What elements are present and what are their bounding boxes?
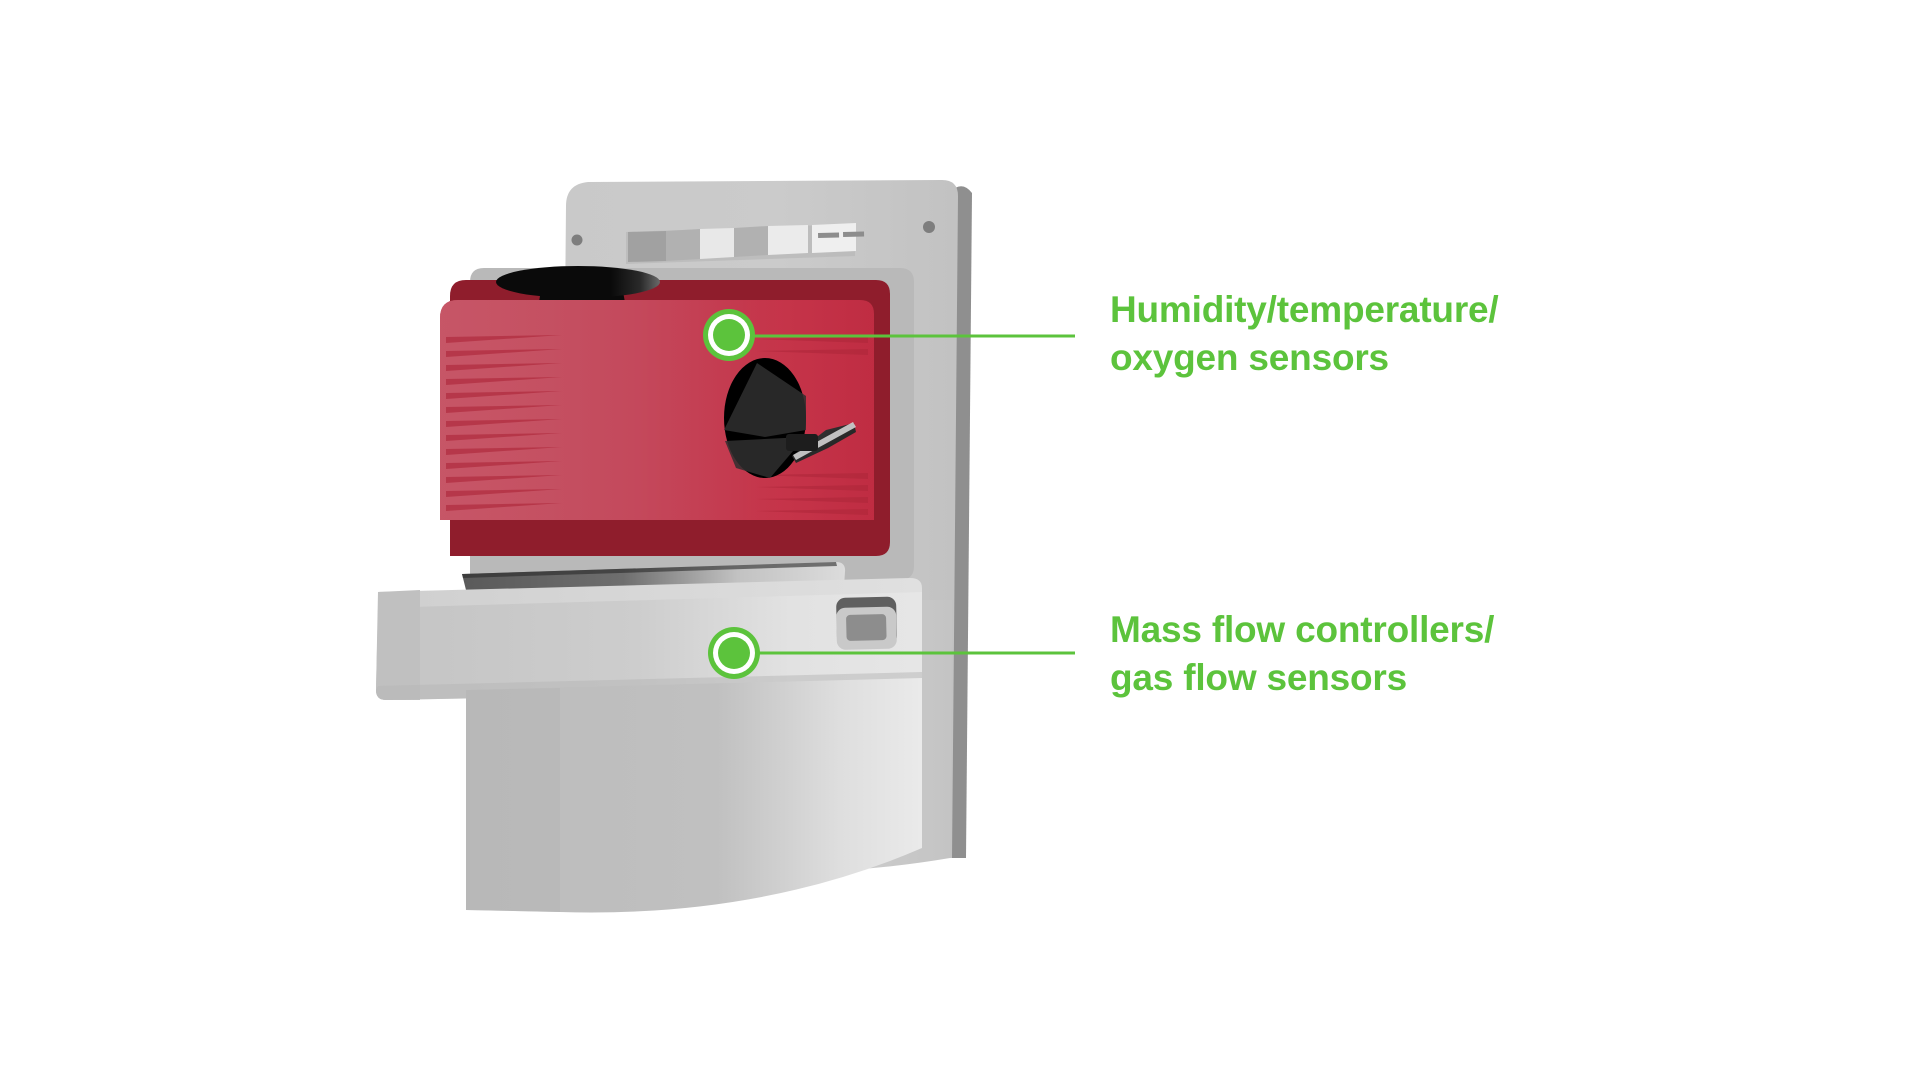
callout-marker-humidity-temperature-oxygen[interactable] xyxy=(703,309,755,361)
valve-knob-facet-lower xyxy=(725,437,805,478)
pedestal-base-group xyxy=(466,678,922,913)
control-panel-group xyxy=(626,223,865,264)
marker-dot-top[interactable] xyxy=(713,319,745,351)
callout-marker-mass-flow-controllers[interactable] xyxy=(708,627,760,679)
panel-display-segment-1 xyxy=(818,232,840,238)
lid-cap-flange xyxy=(496,266,660,298)
valve-knob-lever-collar xyxy=(786,434,818,451)
panel-button-1[interactable] xyxy=(628,231,666,262)
panel-display-segment-2 xyxy=(843,231,865,237)
panel-button-5[interactable] xyxy=(768,225,808,255)
side-display-screen[interactable] xyxy=(846,614,887,641)
pedestal-base xyxy=(466,678,922,913)
chamber-ribs-left xyxy=(446,335,562,511)
panel-display-bezel xyxy=(812,223,856,253)
callout-leader-lines xyxy=(750,334,1075,655)
chamber-ribs-right-bottom xyxy=(756,473,868,515)
chamber-plinth-edge xyxy=(462,562,837,578)
panel-button-4[interactable] xyxy=(734,226,768,257)
lid-cap-boss xyxy=(564,268,588,280)
control-panel-buttons[interactable] xyxy=(628,225,808,262)
chamber-ribs-right-top xyxy=(756,337,868,355)
pedestal-base-shadow-left xyxy=(466,688,560,912)
back-panel-screw-left xyxy=(571,234,583,246)
panel-button-2[interactable] xyxy=(666,229,700,261)
callout-label-mass-flow-controllers: Mass flow controllers/ gas flow sensors xyxy=(1110,609,1495,698)
counter-front xyxy=(376,592,922,700)
side-display-module[interactable] xyxy=(836,596,897,650)
valve-knob-facet-upper xyxy=(724,363,806,437)
red-chamber-group xyxy=(440,300,874,520)
callout-label-humidity-temperature-oxygen: Humidity/temperature/ oxygen sensors xyxy=(1110,289,1499,378)
marker-dot-bottom[interactable] xyxy=(718,637,750,669)
panel-button-3[interactable] xyxy=(700,228,734,259)
valve-knob-group[interactable] xyxy=(724,358,856,478)
back-panel-screw-right xyxy=(923,221,935,233)
control-panel-display xyxy=(812,223,865,253)
counter-left-endcap xyxy=(376,590,420,700)
